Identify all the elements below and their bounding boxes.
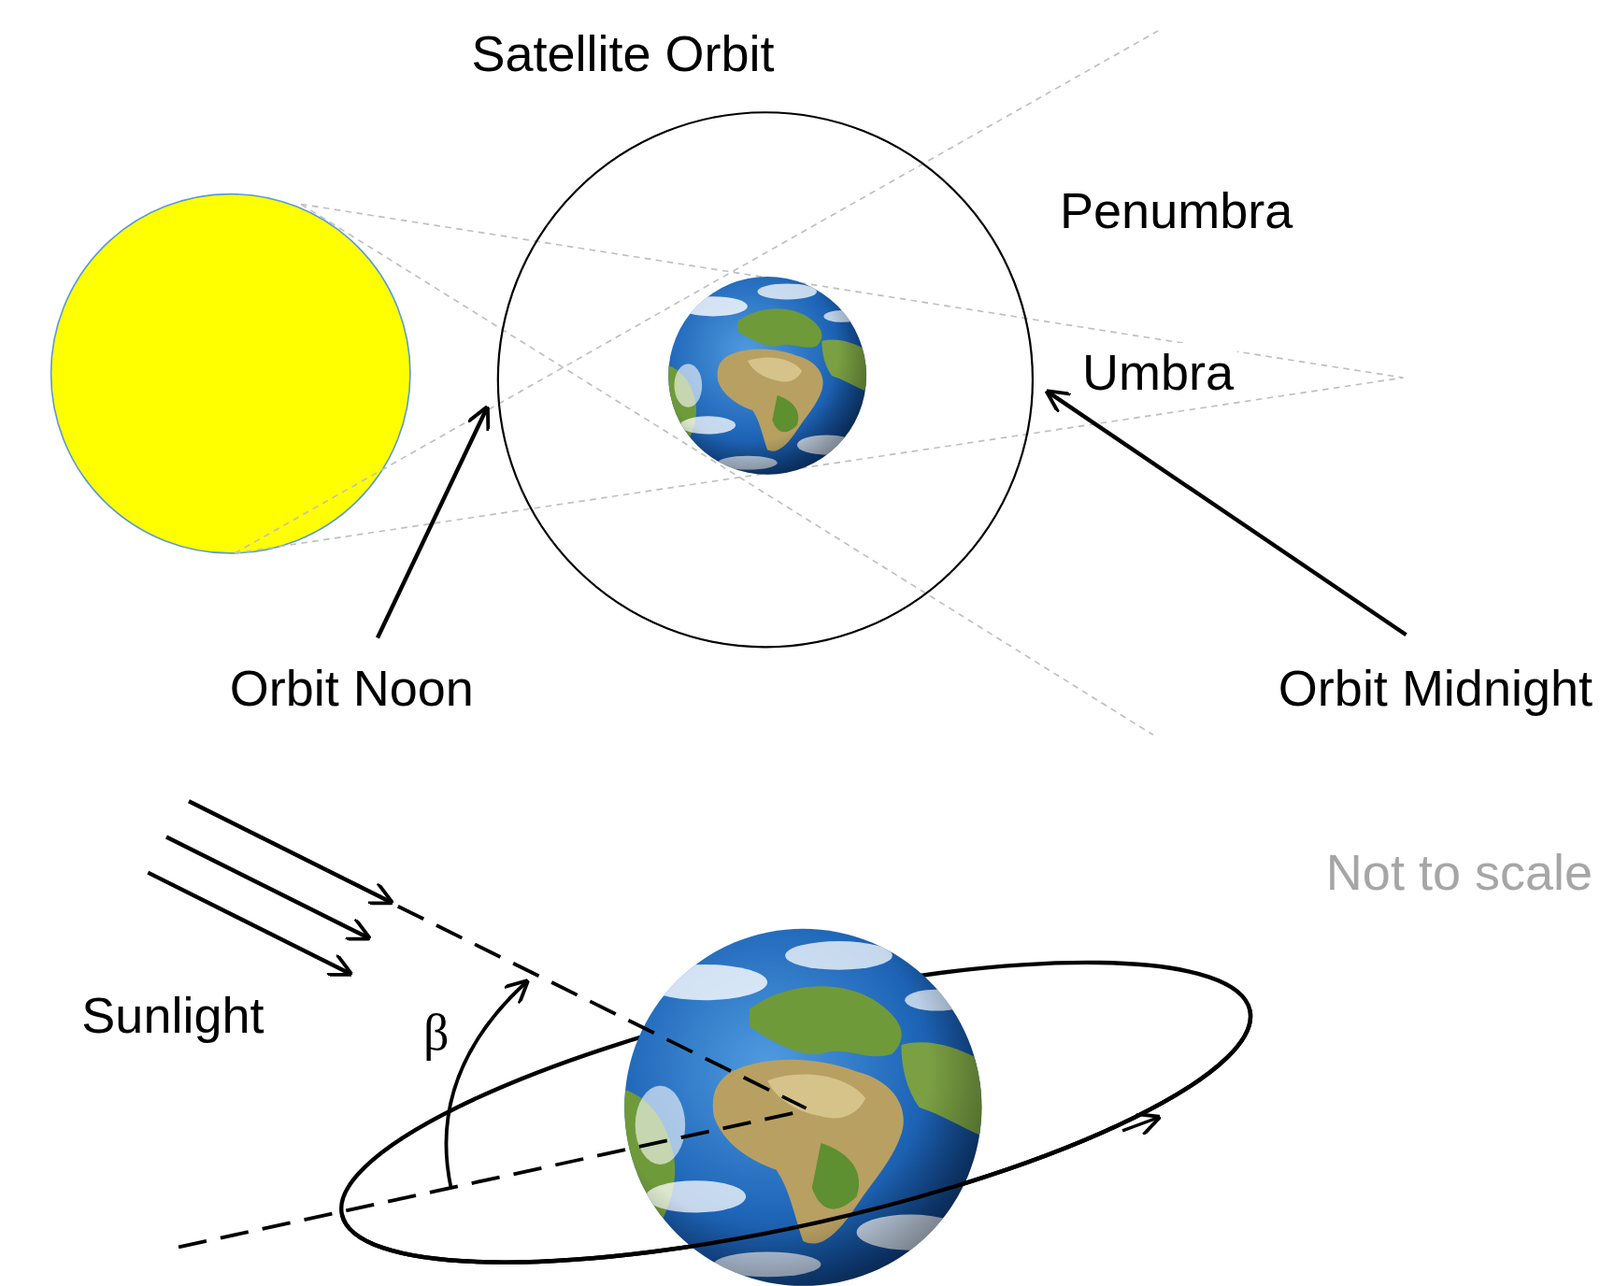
sunlight-label: Sunlight [81,985,264,1044]
sun [51,194,411,554]
satellite-orbit [498,112,1033,647]
angle-symbol: β [423,1003,449,1062]
orbit-direction-arrow [1122,1117,1158,1131]
position-label: Orbit Midnight [1278,658,1593,717]
orbit-noon-arrow [377,408,487,639]
beta-angle-arc [445,981,527,1188]
scale-note: Not to scale [1326,842,1593,901]
shadow-lines [234,30,1403,735]
earth [658,276,877,475]
position-label: Orbit Noon [229,658,474,717]
orbit-ellipse-front [317,977,1275,1286]
orbit-ellipse [317,900,1275,1286]
beta-reference-lines [178,906,806,1248]
orbit-label: Satellite Orbit [471,24,774,83]
region-label: Penumbra [1056,181,1297,240]
orbit-midnight-arrow [1047,391,1406,635]
sunlight-rays [147,800,391,974]
region-label: Umbra [1078,342,1238,401]
